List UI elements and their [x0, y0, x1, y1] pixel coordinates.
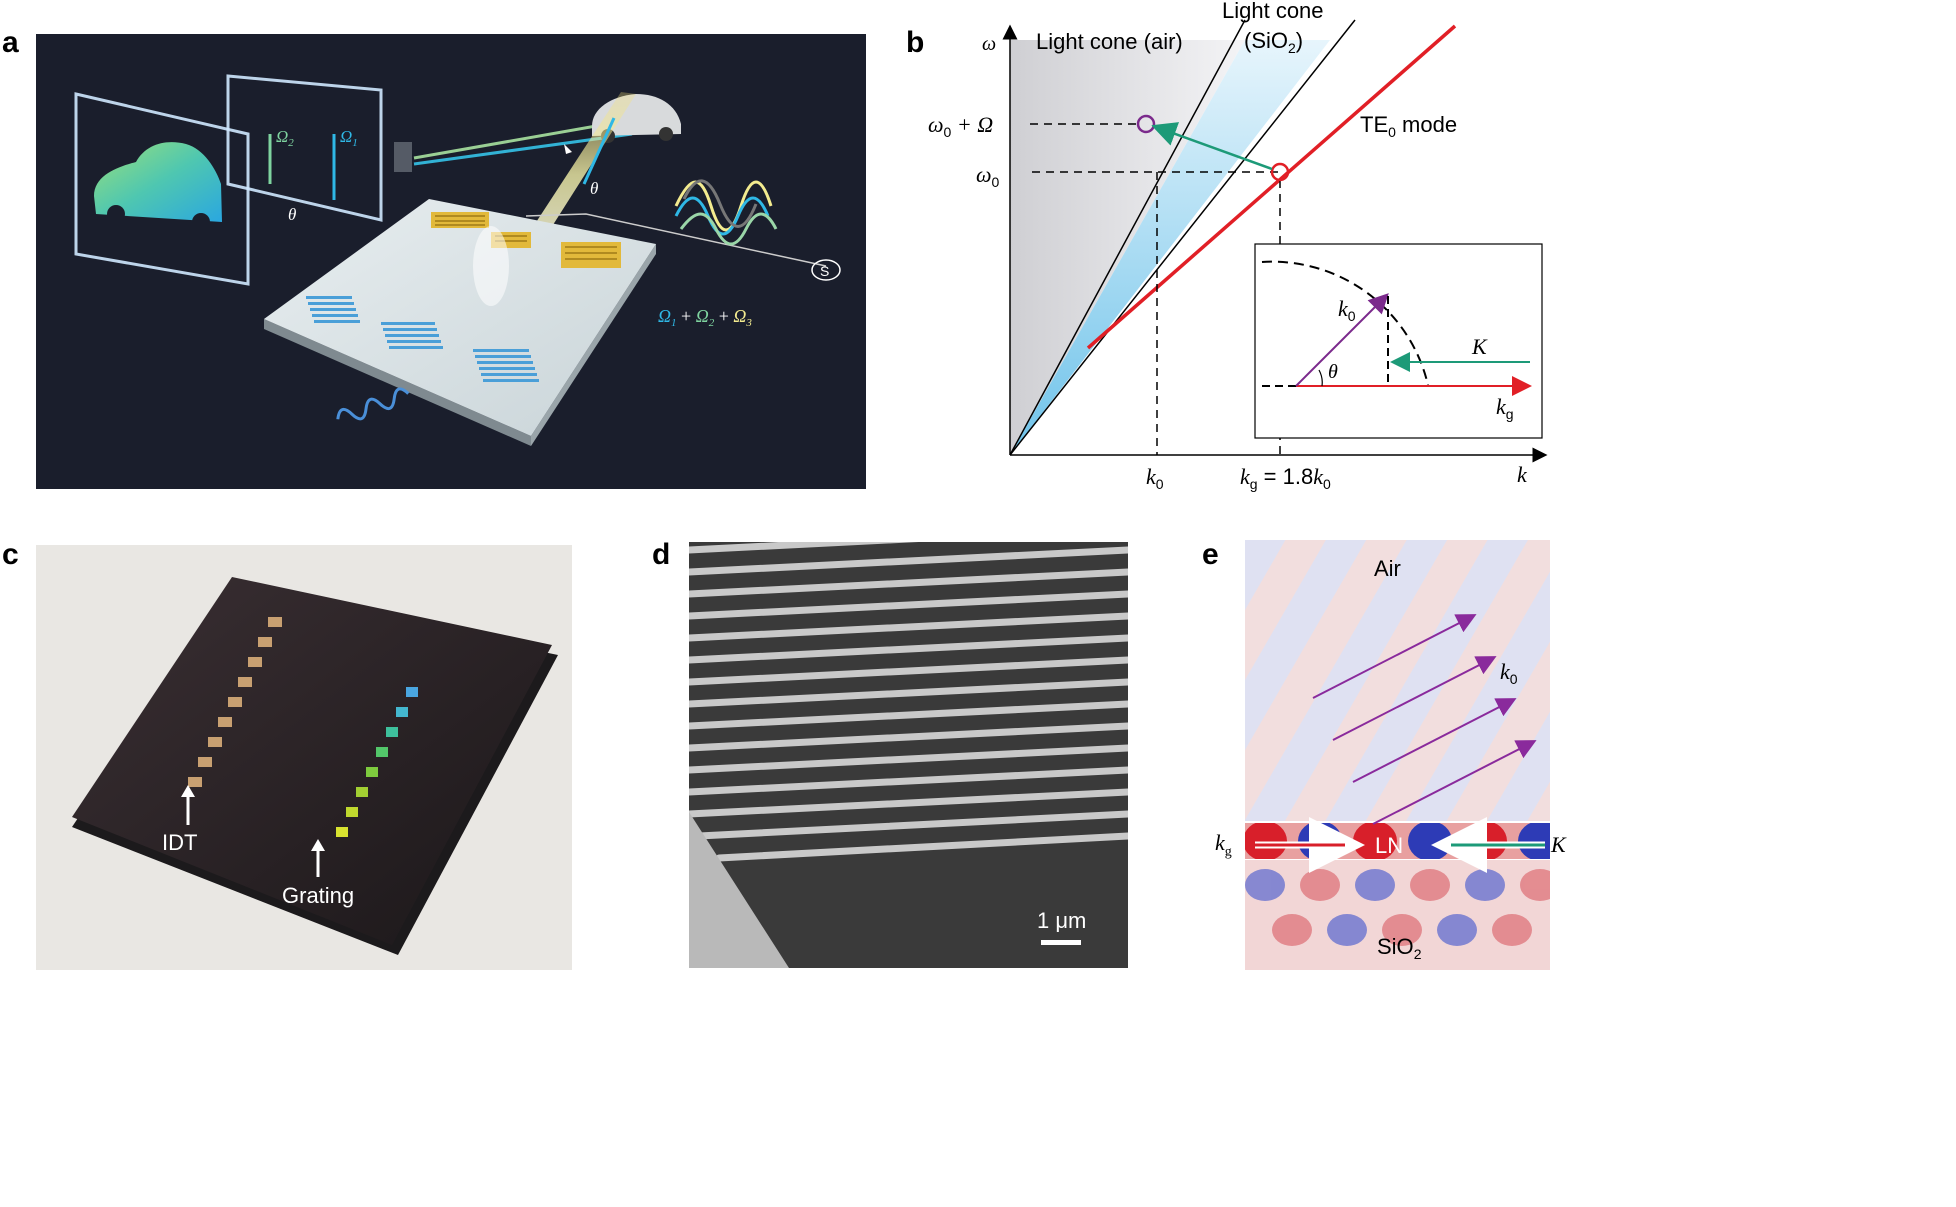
reconstructed-car-image: [94, 142, 222, 231]
theta-screen-label: θ: [288, 205, 296, 224]
sio2-light-cone-region: [1010, 40, 1330, 455]
rf-waveform: [674, 179, 778, 246]
incident-light-wave: [336, 387, 410, 421]
waveguide-pad: [689, 812, 789, 968]
signal-source: [811, 259, 841, 281]
radiation-k0-arrows: [1312, 614, 1537, 825]
photodetector: [394, 142, 412, 172]
grating-label: Grating: [282, 883, 354, 908]
panel-d-sem: 1 μm: [689, 542, 1128, 968]
k0-label: k0: [1500, 659, 1518, 687]
chip-body-side-right: [531, 244, 656, 446]
panel-a-schematic: Ω2 Ω1 θ θ: [36, 34, 866, 489]
panel-label-c: c: [2, 538, 19, 571]
tick-k0: k0: [1146, 464, 1164, 492]
te0-mode-label: TE0 mode: [1360, 112, 1457, 140]
light-cone-sio2-label-1: Light cone: [1222, 0, 1324, 23]
beam-angle-line: [582, 117, 616, 185]
grating-pointer-head: [311, 839, 325, 851]
panel-label-d: d: [652, 538, 671, 571]
inset-kg-label: kg: [1496, 394, 1514, 422]
guided-state-marker: [1270, 162, 1290, 182]
idt-electrodes: [431, 212, 621, 268]
sio2-field-lobes: [1245, 869, 1550, 946]
panel-e-field: Air k0 LN SiO2: [1245, 540, 1550, 970]
light-cone-air-label: Light cone (air): [1036, 29, 1183, 54]
tick-omega0: ω0: [976, 162, 1000, 190]
frequency-sum-label: Ω1 + Ω2 + Ω3: [658, 306, 752, 329]
tick-omega0-plus-Omega: ω0 + Ω: [928, 112, 993, 140]
panel-e-svg: Air k0 LN SiO2: [1245, 540, 1550, 970]
scan-arrow: [564, 144, 572, 154]
panel-a-svg: Ω2 Ω1 θ θ: [74, 74, 841, 446]
chip-body-side: [264, 319, 531, 446]
grating-lines: [689, 542, 1128, 862]
inset-theta-label: θ: [1328, 361, 1338, 383]
chip-surface: [72, 577, 552, 945]
grating-couplers: [306, 296, 539, 382]
ln-label: LN: [1375, 833, 1403, 858]
panel-label-b: b: [906, 26, 925, 59]
inset-k0-circle: [1261, 260, 1429, 386]
grating-array: [336, 687, 418, 837]
scale-bar-label: 1 μm: [1037, 908, 1086, 933]
sio2-label: SiO2: [1377, 934, 1422, 962]
rf-wire: [525, 213, 827, 267]
chip-top-surface: [264, 199, 656, 436]
air-light-line: [1009, 19, 1246, 456]
waveguide-glow: [473, 226, 509, 306]
panel-b-dispersion: ω k Light cone (air) Light cone (SiO2) T…: [910, 0, 1550, 500]
spectrum-screen: [226, 74, 383, 222]
idt-pointer-head: [181, 785, 195, 797]
tick-kg-equals: kg = 1.8k0: [1240, 464, 1331, 492]
panel-b-svg: ω k Light cone (air) Light cone (SiO2) T…: [928, 0, 1548, 492]
air-field-region: [1245, 540, 1550, 822]
scale-bar: [1041, 940, 1081, 945]
display-screen-back: [74, 92, 250, 286]
omega2-label: Ω2: [276, 127, 294, 149]
inset-k0-label: k0: [1338, 296, 1356, 324]
light-cone-sio2-label-2: (SiO2): [1244, 28, 1303, 56]
signal-source-symbol: S: [820, 263, 829, 279]
panel-c-chip-photo: IDT Grating: [36, 545, 572, 970]
theta-beam-label: θ: [590, 179, 598, 198]
sio2-light-line: [1009, 19, 1356, 456]
panel-c-svg: IDT Grating: [36, 545, 572, 970]
idt-label: IDT: [162, 830, 197, 855]
inset-theta-arc: [1318, 369, 1323, 387]
omega1-label: Ω1: [340, 127, 358, 149]
te0-mode-line: [1086, 24, 1457, 350]
idt-array: [188, 617, 282, 787]
air-label: Air: [1374, 556, 1401, 581]
inset-K-label: K: [1471, 334, 1488, 359]
panel-e-K-label: K: [1551, 832, 1566, 857]
k-axis-label: k: [1517, 462, 1528, 487]
omega-axis-label: ω: [982, 33, 996, 55]
inset-k0-arrow: [1295, 293, 1389, 387]
panel-label-e: e: [1202, 538, 1219, 571]
panel-d-svg: 1 μm: [689, 542, 1128, 968]
acoustic-transition-arrow: [1151, 122, 1273, 171]
panel-e-kg-label: kg: [1215, 830, 1232, 860]
wavevector-inset: [1254, 243, 1543, 439]
panel-label-a: a: [2, 26, 19, 59]
